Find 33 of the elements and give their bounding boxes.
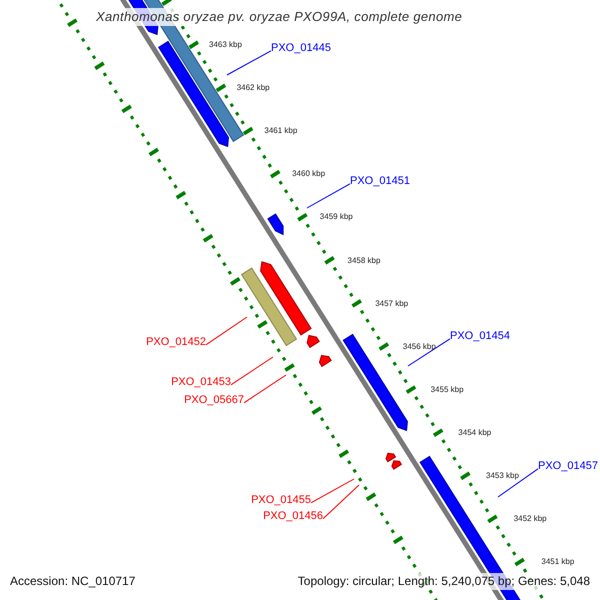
gene-label: PXO_01453 xyxy=(171,375,231,389)
kbp-tick-label: 3460 kbp xyxy=(292,169,326,180)
gene-label: PXO_01445 xyxy=(271,41,331,55)
kbp-tick-label: 3452 kbp xyxy=(514,514,547,524)
accession-text: Accession: NC_010717 xyxy=(8,573,138,590)
leader-line xyxy=(244,374,286,404)
gene-label: PXO_01452 xyxy=(146,335,206,349)
kbp-tick-label: 3461 kbp xyxy=(264,126,298,136)
kbp-tick-label: 3459 kbp xyxy=(320,212,353,222)
leader-line xyxy=(226,50,272,76)
leader-line xyxy=(230,356,274,386)
leader-line xyxy=(498,468,538,498)
kbp-tick-label: 3455 kbp xyxy=(430,384,464,395)
kbp-tick-label: 3458 kbp xyxy=(348,256,380,266)
kbp-tick-label: 3462 kbp xyxy=(236,83,270,94)
gene-label: PXO_01455 xyxy=(251,493,311,507)
kbp-tick-label: 3451 kbp xyxy=(541,557,574,568)
kbp-tick-label: 3456 kbp xyxy=(402,342,436,352)
leader-line xyxy=(206,316,248,346)
gene-label: PXO_05667 xyxy=(184,393,244,407)
kbp-tick-label: 3454 kbp xyxy=(458,428,492,438)
kbp-tick-label: 3453 kbp xyxy=(486,471,519,481)
kbp-tick-label: 3457 kbp xyxy=(375,298,408,309)
kbp-tick-label: 3463 kbp xyxy=(209,40,242,50)
gene-label: PXO_01456 xyxy=(263,509,323,523)
gene-label: PXO_01457 xyxy=(538,459,598,473)
leader-line xyxy=(322,484,360,520)
gene-label: PXO_01454 xyxy=(450,329,510,343)
genome-info-text: Topology: circular; Length: 5,240,075 bp; Genes: 5,048 xyxy=(296,573,592,590)
leader-line xyxy=(310,478,354,504)
leader-line xyxy=(306,183,350,208)
leader-line xyxy=(408,338,450,366)
gene-label: PXO_01451 xyxy=(350,174,410,188)
